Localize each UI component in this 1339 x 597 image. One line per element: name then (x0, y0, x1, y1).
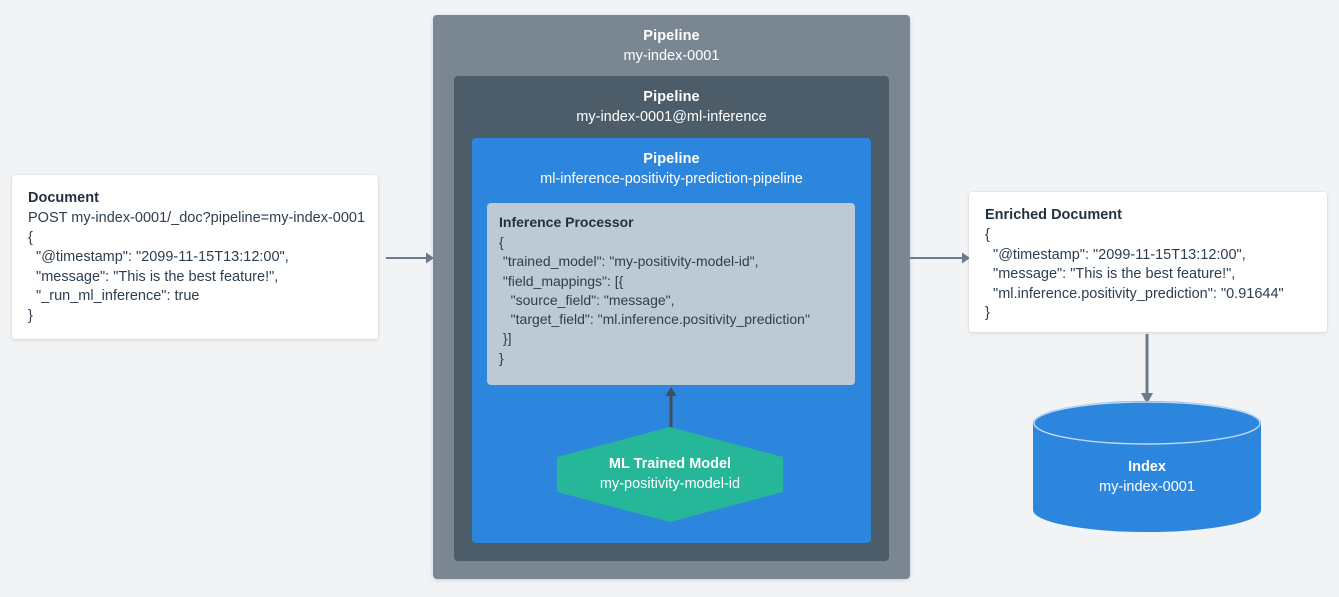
enriched-document-card: Enriched Document { "@timestamp": "2099-… (969, 192, 1327, 332)
inference-processor-line-3: "source_field": "message", (499, 291, 675, 308)
document-card-line-4: "_run_ml_inference": true (28, 288, 200, 304)
document-card-line-2: "@timestamp": "2099-11-15T13:12:00", (28, 249, 289, 265)
arrow-enriched-to-index-icon (1138, 334, 1156, 404)
ml-trained-model-hexagon: ML Trained Model my-positivity-model-id (557, 427, 783, 522)
inference-processor-line-5: }] (499, 330, 512, 347)
pipeline-inner-name: ml-inference-positivity-prediction-pipel… (540, 171, 803, 187)
inference-processor-line-6: } (499, 349, 504, 366)
enriched-document-line-0: { (985, 227, 990, 243)
document-card: Document POST my-index-0001/_doc?pipelin… (12, 175, 378, 339)
pipeline-inner-kind: Pipeline (643, 151, 700, 167)
enriched-document-title: Enriched Document (985, 207, 1122, 223)
document-card-line-3: "message": "This is the best feature!", (28, 268, 279, 285)
inference-processor-line-4: "target_field": "ml.inference.positivity… (499, 311, 810, 328)
enriched-document-line-1: "@timestamp": "2099-11-15T13:12:00", (985, 246, 1246, 263)
enriched-document-line-4: } (985, 305, 990, 321)
inference-processor-line-1: "trained_model": "my-positivity-model-id… (499, 253, 759, 270)
document-card-line-1: { (28, 229, 33, 246)
arrow-pipeline-to-enriched-icon (910, 250, 970, 266)
pipeline-outer-kind: Pipeline (643, 28, 700, 44)
pipeline-outer-name: my-index-0001 (623, 48, 720, 64)
pipeline-outer-header: Pipeline my-index-0001 (433, 15, 910, 66)
pipeline-middle-name: my-index-0001@ml-inference (576, 109, 767, 125)
inference-processor-box: Inference Processor { "trained_model": "… (487, 203, 855, 385)
enriched-document-line-2: "message": "This is the best feature!", (985, 266, 1236, 282)
arrow-model-to-processor-icon (662, 387, 680, 429)
document-card-title: Document (28, 190, 99, 206)
inference-processor-title: Inference Processor (499, 214, 634, 230)
arrow-document-to-pipeline-icon (386, 250, 434, 266)
index-cylinder: Index my-index-0001 (1033, 401, 1261, 532)
pipeline-middle-header: Pipeline my-index-0001@ml-inference (454, 76, 889, 127)
inference-processor-line-0: { (499, 234, 504, 250)
pipeline-inner-header: Pipeline ml-inference-positivity-predict… (472, 138, 871, 189)
inference-processor-line-2: "field_mappings": [{ (499, 272, 624, 289)
document-card-line-5: } (28, 307, 33, 324)
pipeline-middle-kind: Pipeline (643, 89, 700, 105)
document-card-line-0: POST my-index-0001/_doc?pipeline=my-inde… (28, 210, 366, 226)
enriched-document-line-3: "ml.inference.positivity_prediction": "0… (985, 285, 1284, 302)
